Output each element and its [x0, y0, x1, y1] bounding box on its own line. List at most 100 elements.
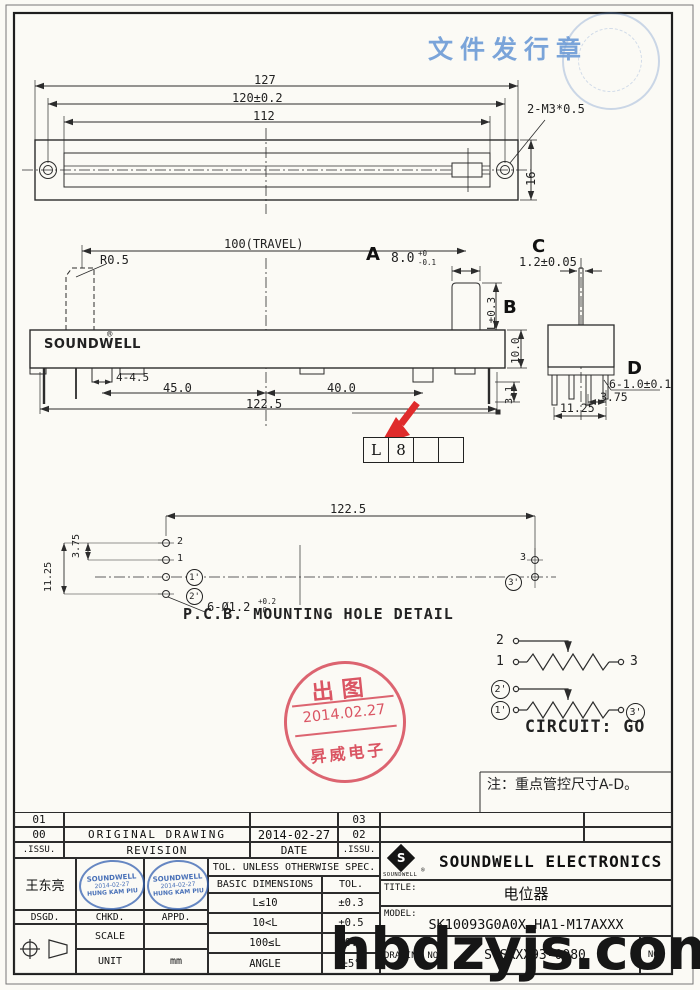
projection-symbol-icon: [20, 939, 68, 959]
rev-r2-date: 2014-02-27: [250, 827, 338, 842]
datum-a: A: [366, 244, 380, 265]
pcb-hole-2: 2: [177, 536, 184, 547]
logo-reg-mark: ®: [421, 867, 425, 874]
tol-row-value: ±0.5: [322, 913, 380, 933]
circuit-terminal-1: 1: [496, 654, 504, 669]
pcb-detail-title: P.C.B. MOUNTING HOLE DETAIL: [183, 605, 454, 623]
circuit-terminal-2p: 2': [491, 680, 510, 699]
tol-row-range: ANGLE: [208, 953, 322, 974]
tol-row-range: 10<L: [208, 913, 322, 933]
pcb-dim-length: 122.5: [330, 502, 367, 516]
unit-label: UNIT: [76, 949, 144, 974]
no-cell: NO:: [640, 936, 672, 974]
rev-r2-desc: ORIGINAL DRAWING: [64, 827, 250, 842]
dim-slot-length: 112: [253, 109, 275, 123]
model-value: SK10093G0A0X-HA1-M17AXXX: [428, 917, 624, 933]
rev-r2-issu2: 02: [338, 827, 380, 842]
circuit-terminal-3: 3: [630, 654, 638, 669]
rev-r1-issu2: 03: [338, 812, 380, 827]
rev-r3-issu2: .ISSU.: [338, 842, 380, 858]
dim-body-width: 16: [524, 171, 538, 186]
dim-lever-thickness: 1.2±0.05: [519, 255, 577, 269]
appd-stamp-cell: [144, 858, 208, 910]
pcb-hole-1p: 1': [186, 569, 203, 586]
pcb-hole-tolerance: +0.2 -0: [258, 597, 276, 615]
tol-col-dim: BASIC DIMENSIONS: [208, 876, 322, 893]
datum-c: C: [532, 236, 546, 257]
scale-value: [144, 924, 208, 949]
title-cell: TITLE: 电位器: [380, 880, 672, 906]
rev-r2-issu: 00: [14, 827, 64, 842]
dim-leg-width: 4-4.5: [116, 371, 150, 384]
rev-r1-issu: 01: [14, 812, 64, 827]
rev-r3-desc: REVISION: [64, 842, 250, 858]
title-label: TITLE:: [384, 883, 417, 893]
tol-row-value: ±0.8: [322, 933, 380, 953]
model-label: MODEL:: [384, 909, 417, 919]
drawing-no-label: DRAWING NO:: [384, 951, 444, 961]
circuit-terminal-3p: 3': [626, 703, 645, 722]
code-cell-3: [414, 437, 439, 463]
pcb-hole-3: 3: [520, 552, 527, 563]
drawing-no-value: S-SKXX93-0080: [484, 947, 586, 963]
code-cell-1: L: [364, 437, 389, 463]
logo-wordmark: SOUNDWELL: [383, 872, 418, 878]
datum-d: D: [627, 358, 642, 379]
chkd-label: CHKD.: [76, 910, 144, 924]
drawing-no-cell: DRAWING NO: S-SKXX93-0080: [380, 936, 640, 974]
pcb-hole-callout: 6-Ø1.2: [207, 600, 251, 614]
rev-r3-date: DATE: [250, 842, 338, 858]
pcb-dim-pitch: 3.75: [71, 533, 82, 558]
brand-text: SOUNDWELL: [44, 337, 141, 352]
pcb-dim-span: 11.25: [43, 561, 54, 592]
designer-cell: 王东亮: [14, 858, 76, 910]
dim-pin-pitch: 3.75: [600, 390, 628, 404]
dim-pin-width: 6-1.0±0.1: [609, 377, 672, 391]
scale-label: SCALE: [76, 924, 144, 949]
top-view-geometry: [22, 80, 546, 214]
site-watermark: hbdzyjs.com: [330, 915, 700, 983]
code-cell-4: [439, 437, 464, 463]
dim-left-span: 45.0: [163, 381, 192, 395]
issue-stamp-text: 文件发行章: [428, 35, 589, 64]
dim-hole-spacing: 120±0.2: [232, 91, 283, 105]
code-cell-2: 8: [389, 437, 414, 463]
circuit-terminal-2: 2: [496, 633, 504, 648]
inner-frame: [12, 11, 674, 976]
dim-body-height: 10.0: [509, 337, 522, 365]
dim-pin-span: 11.25: [560, 401, 595, 415]
dsgd-label: DSGD.: [14, 910, 76, 924]
rev-r3-issu: .ISSU.: [14, 842, 64, 858]
title-value: 电位器: [503, 884, 549, 903]
rev-r2-desc2: [380, 827, 584, 842]
control-dims-note: 注：重点管控尺寸A-D。: [487, 777, 639, 793]
unit-value: mm: [144, 949, 208, 974]
outer-frame: [5, 4, 694, 985]
pcb-hole-3p: 3': [505, 574, 522, 591]
front-view-geometry: [29, 245, 527, 428]
circuit-caption: CIRCUIT: GO: [525, 717, 646, 736]
tol-row-range: L≤10: [208, 893, 322, 913]
chkd-stamp-cell: [76, 858, 144, 910]
company-name: SOUNDWELL ELECTRONICS: [439, 852, 663, 871]
dim-pin-shoulder: 3.1: [504, 385, 515, 404]
rev-r1-desc: [64, 812, 250, 827]
circuit-terminal-1p: 1': [491, 701, 510, 720]
model-cell: MODEL: SK10093G0A0X-HA1-M17AXXX: [380, 906, 672, 936]
projection-symbol-cell: [14, 924, 76, 974]
dim-knob-width: 8.0: [391, 251, 415, 266]
dim-lever-height: L±0.3: [485, 296, 498, 330]
tol-upper: +0.2: [258, 597, 277, 606]
rev-r2-date2: [584, 827, 672, 842]
dim-travel: 100(TRAVEL): [224, 237, 304, 251]
pcb-hole-2p: 2': [186, 588, 203, 605]
company-header-cell: S SOUNDWELL ® SOUNDWELL ELECTRONICS: [380, 842, 672, 880]
logo-letter: S: [396, 851, 406, 865]
pcb-detail-geometry: [61, 512, 556, 613]
tol-lower: -0.1: [418, 258, 437, 267]
dim-knob-tolerance: +0 -0.1: [418, 249, 436, 267]
rev-r1-date2: [584, 812, 672, 827]
dim-right-span: 40.0: [327, 381, 356, 395]
